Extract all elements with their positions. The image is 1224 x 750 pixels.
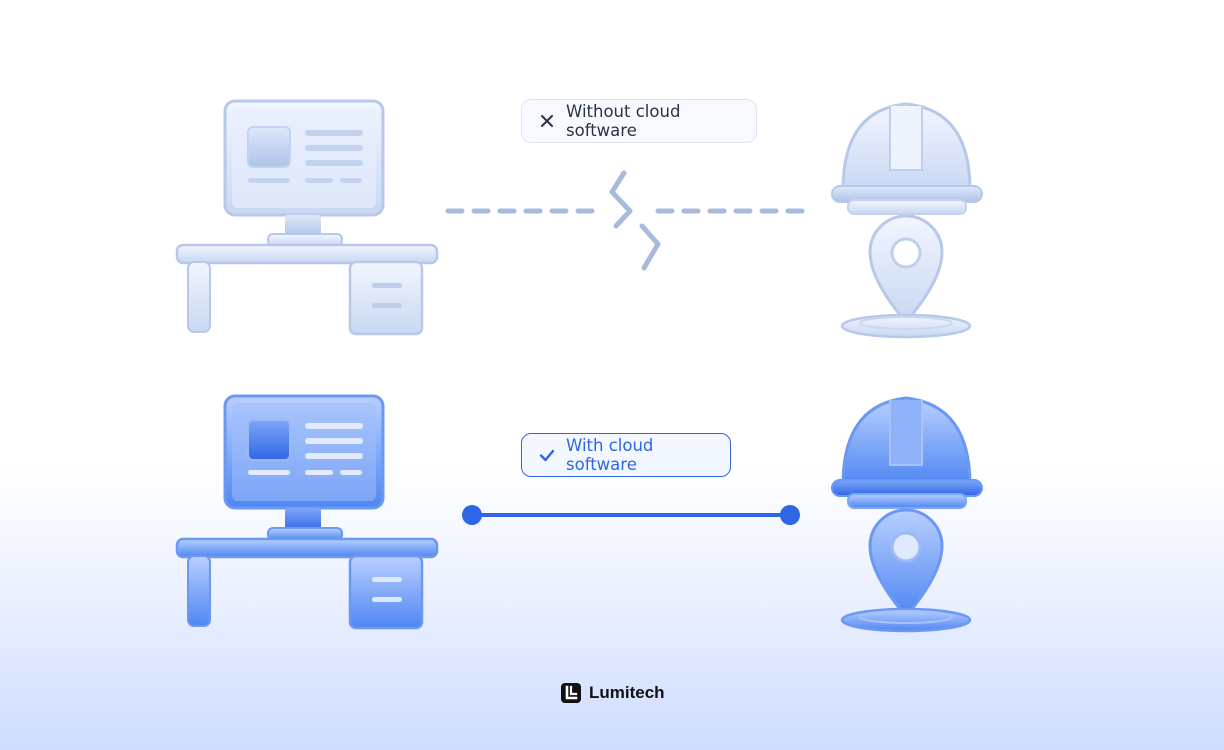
check-icon	[539, 449, 555, 462]
label-without-cloud-software: Without cloud software	[521, 99, 757, 143]
close-icon	[541, 115, 553, 127]
label-with-cloud-software: With cloud software	[521, 433, 731, 477]
desktop-computer-icon	[175, 394, 439, 630]
label-text: Without cloud software	[566, 102, 681, 140]
desktop-computer-icon	[175, 99, 439, 336]
hard-hat-location-icon	[831, 102, 983, 339]
broken-connection	[445, 170, 815, 271]
brand-logo: Lumitech	[561, 683, 665, 703]
hard-hat-location-icon	[831, 396, 983, 633]
lumitech-logo-icon	[561, 683, 581, 703]
label-text: With cloud software	[566, 436, 654, 474]
connected-line	[462, 505, 800, 525]
brand-name: Lumitech	[589, 683, 665, 702]
